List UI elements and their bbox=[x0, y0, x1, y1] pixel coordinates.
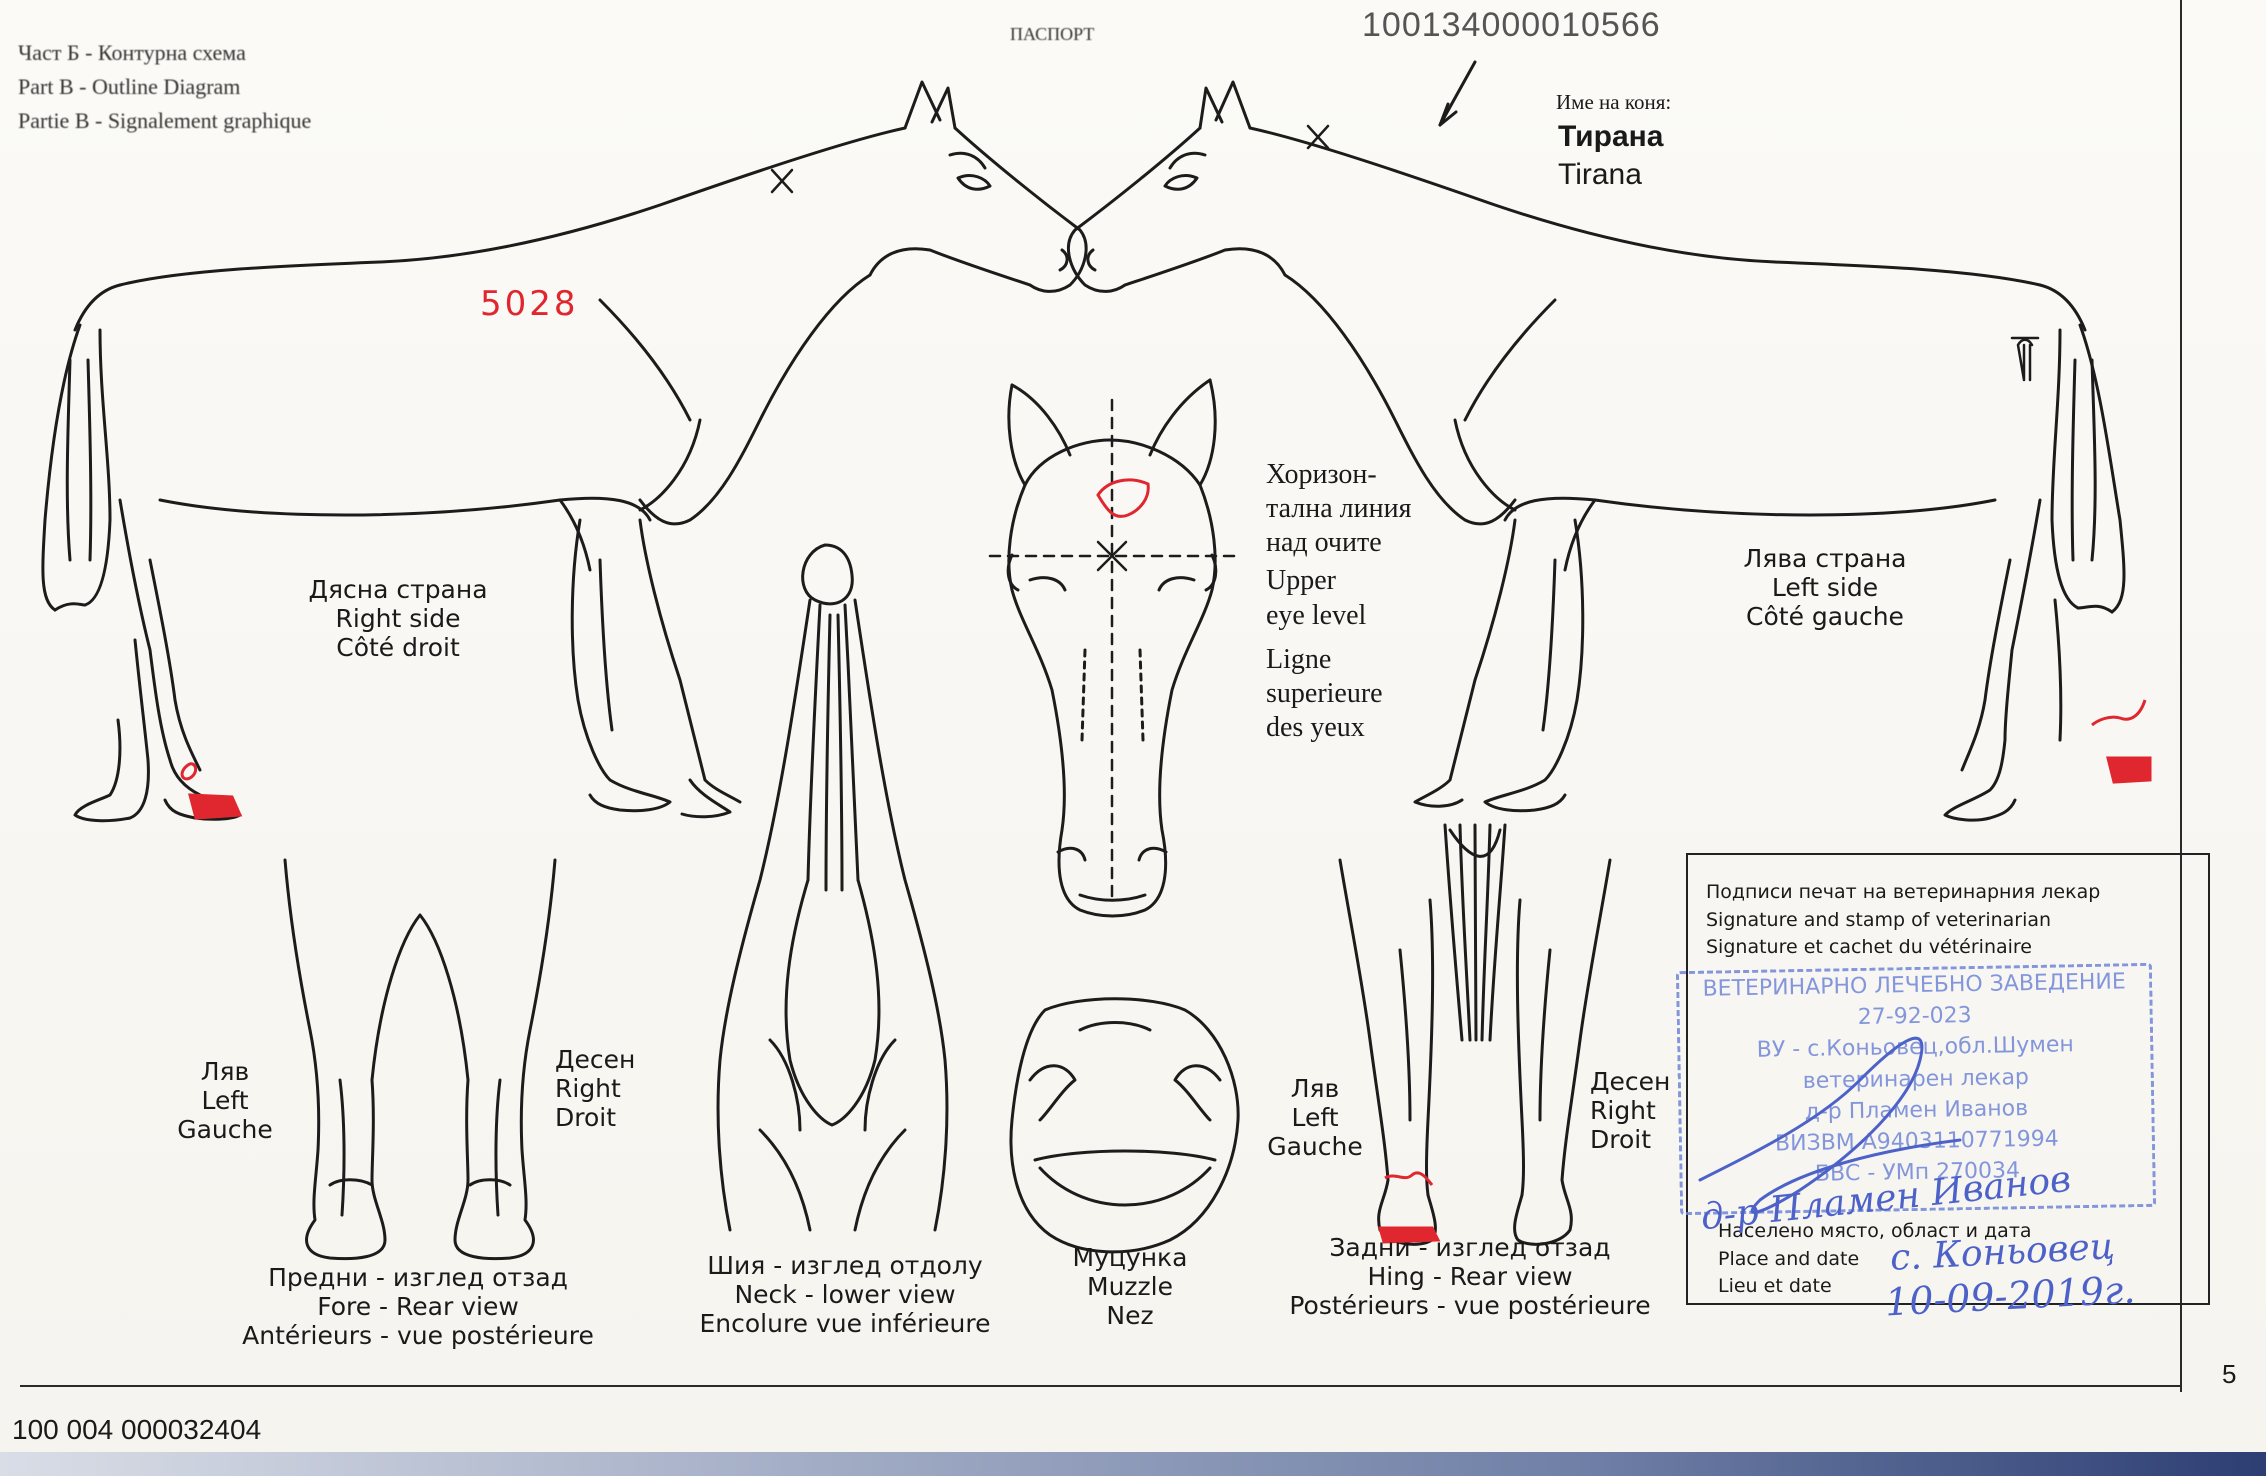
whorl-cross-mark bbox=[1096, 540, 1128, 572]
bottom-border bbox=[20, 1385, 2180, 1387]
part-title-bg: Част Б - Контурна схема bbox=[18, 40, 246, 65]
fore-caption: Предни - изглед отзад Fore - Rear view A… bbox=[242, 1263, 594, 1350]
hind-left-label: Ляв Left Gauche bbox=[1267, 1074, 1363, 1161]
pointer-arrow bbox=[1438, 60, 1477, 127]
neck-lower-view-outline bbox=[716, 543, 949, 1232]
muzzle-caption: Муцунка Muzzle Nez bbox=[1072, 1243, 1188, 1330]
horse-name-lat: Tirana bbox=[1558, 158, 1642, 191]
head-front-view-outline bbox=[1006, 378, 1218, 918]
horse-name-label: Име на коня: bbox=[1556, 90, 1672, 114]
part-title-fr: Partie B - Signalement graphique bbox=[18, 108, 312, 133]
signature-box: Подписи печат на ветеринарния лекар Sign… bbox=[1686, 853, 2210, 1305]
signature-line: Signature et cachet du vétérinaire bbox=[1706, 936, 2032, 959]
left-side-label: Лява страна Left side Côté gauche bbox=[1743, 544, 1907, 631]
fore-left-label: Ляв Left Gauche bbox=[177, 1057, 273, 1144]
whorl-mark-right bbox=[770, 168, 794, 194]
hind-caption: Задни - изглед отзад Hing - Rear view Po… bbox=[1289, 1233, 1651, 1320]
hind-legs-rear-view-outline bbox=[1338, 823, 1612, 1246]
brand-mark bbox=[2010, 336, 2040, 382]
fore-legs-rear-view-outline bbox=[283, 858, 557, 1261]
muzzle-outline bbox=[1009, 997, 1240, 1254]
horse-name-bg: Тирана bbox=[1558, 120, 1664, 153]
center-label: ПАСПОРТ bbox=[1010, 24, 1095, 44]
scan-edge bbox=[0, 1452, 2266, 1476]
neck-caption: Шия - изглед отдолу Neck - lower view En… bbox=[699, 1251, 991, 1338]
red-number-mark: 5028 bbox=[480, 284, 579, 324]
place-line: Населено място, област и дата bbox=[1718, 1220, 2032, 1242]
eye-level-label: Хоризон- тална линия над очите Upper eye… bbox=[1266, 459, 1412, 744]
red-markings bbox=[180, 478, 2152, 1244]
right-border bbox=[2180, 0, 2182, 1392]
signature-line: Подписи печат на ветеринарния лекар bbox=[1706, 881, 2101, 903]
document-number: 100 004 000032404 bbox=[12, 1414, 262, 1445]
signature-line: Signature and stamp of veterinarian bbox=[1706, 908, 2052, 931]
fore-right-label: Десен Right Droit bbox=[555, 1045, 636, 1132]
right-side-label: Дясна страна Right side Côté droit bbox=[308, 575, 488, 662]
passport-number: 100134000010566 bbox=[1362, 6, 1661, 44]
hind-right-label: Десен Right Droit bbox=[1590, 1067, 1671, 1154]
part-title-en: Part B - Outline Diagram bbox=[18, 74, 241, 99]
place-line: Place and date bbox=[1718, 1247, 1860, 1270]
whorl-mark-left bbox=[1306, 124, 1330, 150]
page-number: 5 bbox=[2222, 1359, 2237, 1389]
horse-left-side-outline bbox=[1066, 80, 2126, 822]
place-line: Lieu et date bbox=[1718, 1275, 1832, 1298]
